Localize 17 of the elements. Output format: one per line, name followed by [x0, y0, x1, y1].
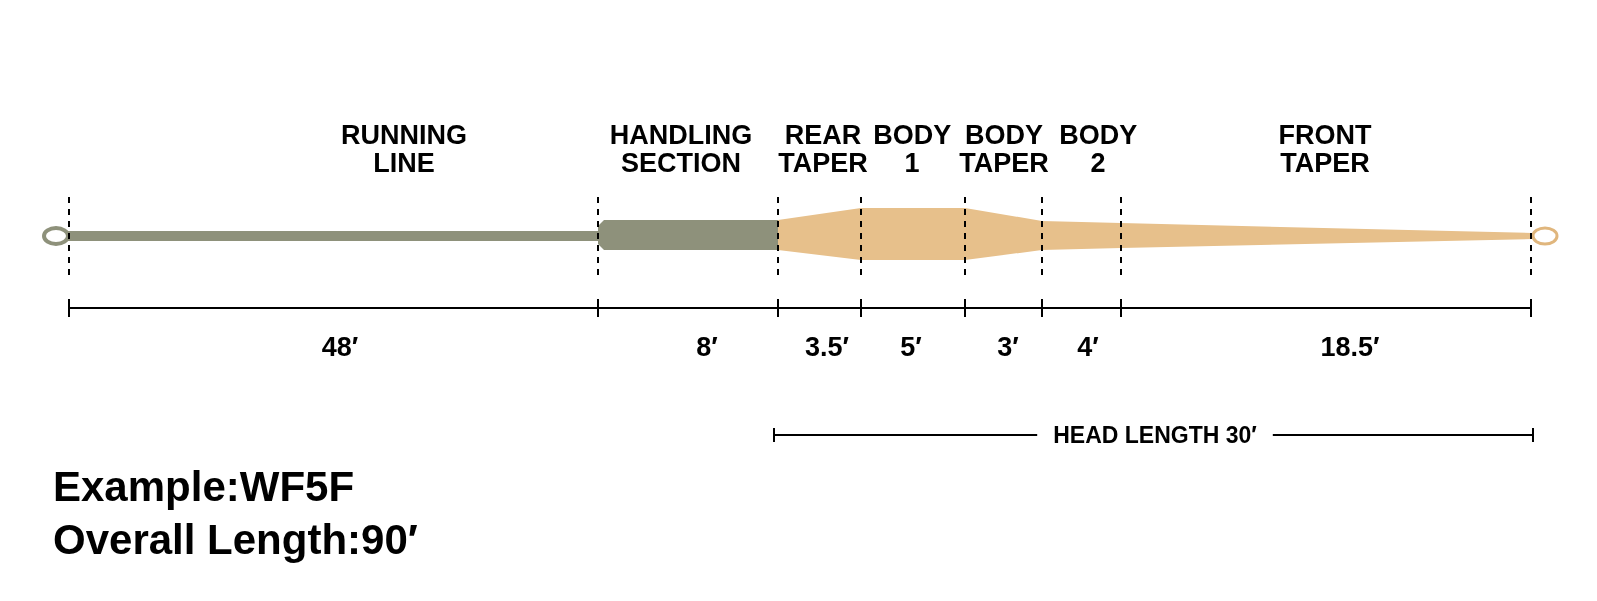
dimension-label: 48′ — [321, 332, 359, 362]
section-label: RUNNING LINE — [341, 121, 467, 177]
dimension-label: 3′ — [997, 332, 1019, 362]
section-label: BODY TAPER — [959, 121, 1049, 177]
section-label: FRONT TAPER — [1278, 121, 1372, 177]
section-label: BODY 2 — [1059, 121, 1137, 177]
dimension-label: 4′ — [1077, 332, 1099, 362]
note-text: Overall Length:90′ — [53, 516, 418, 564]
section-label: REAR TAPER — [778, 121, 868, 177]
dimension-label: 18.5′ — [1320, 332, 1380, 362]
note-text: Example:WF5F — [53, 463, 355, 511]
dimension-label: HEAD LENGTH 30′ — [1053, 422, 1257, 448]
dimension-label: 5′ — [900, 332, 922, 362]
section-label: BODY 1 — [873, 121, 951, 177]
dimension-label: 3.5′ — [805, 332, 849, 362]
dimension-label: 8′ — [696, 332, 718, 362]
section-label: HANDLING SECTION — [609, 121, 753, 177]
